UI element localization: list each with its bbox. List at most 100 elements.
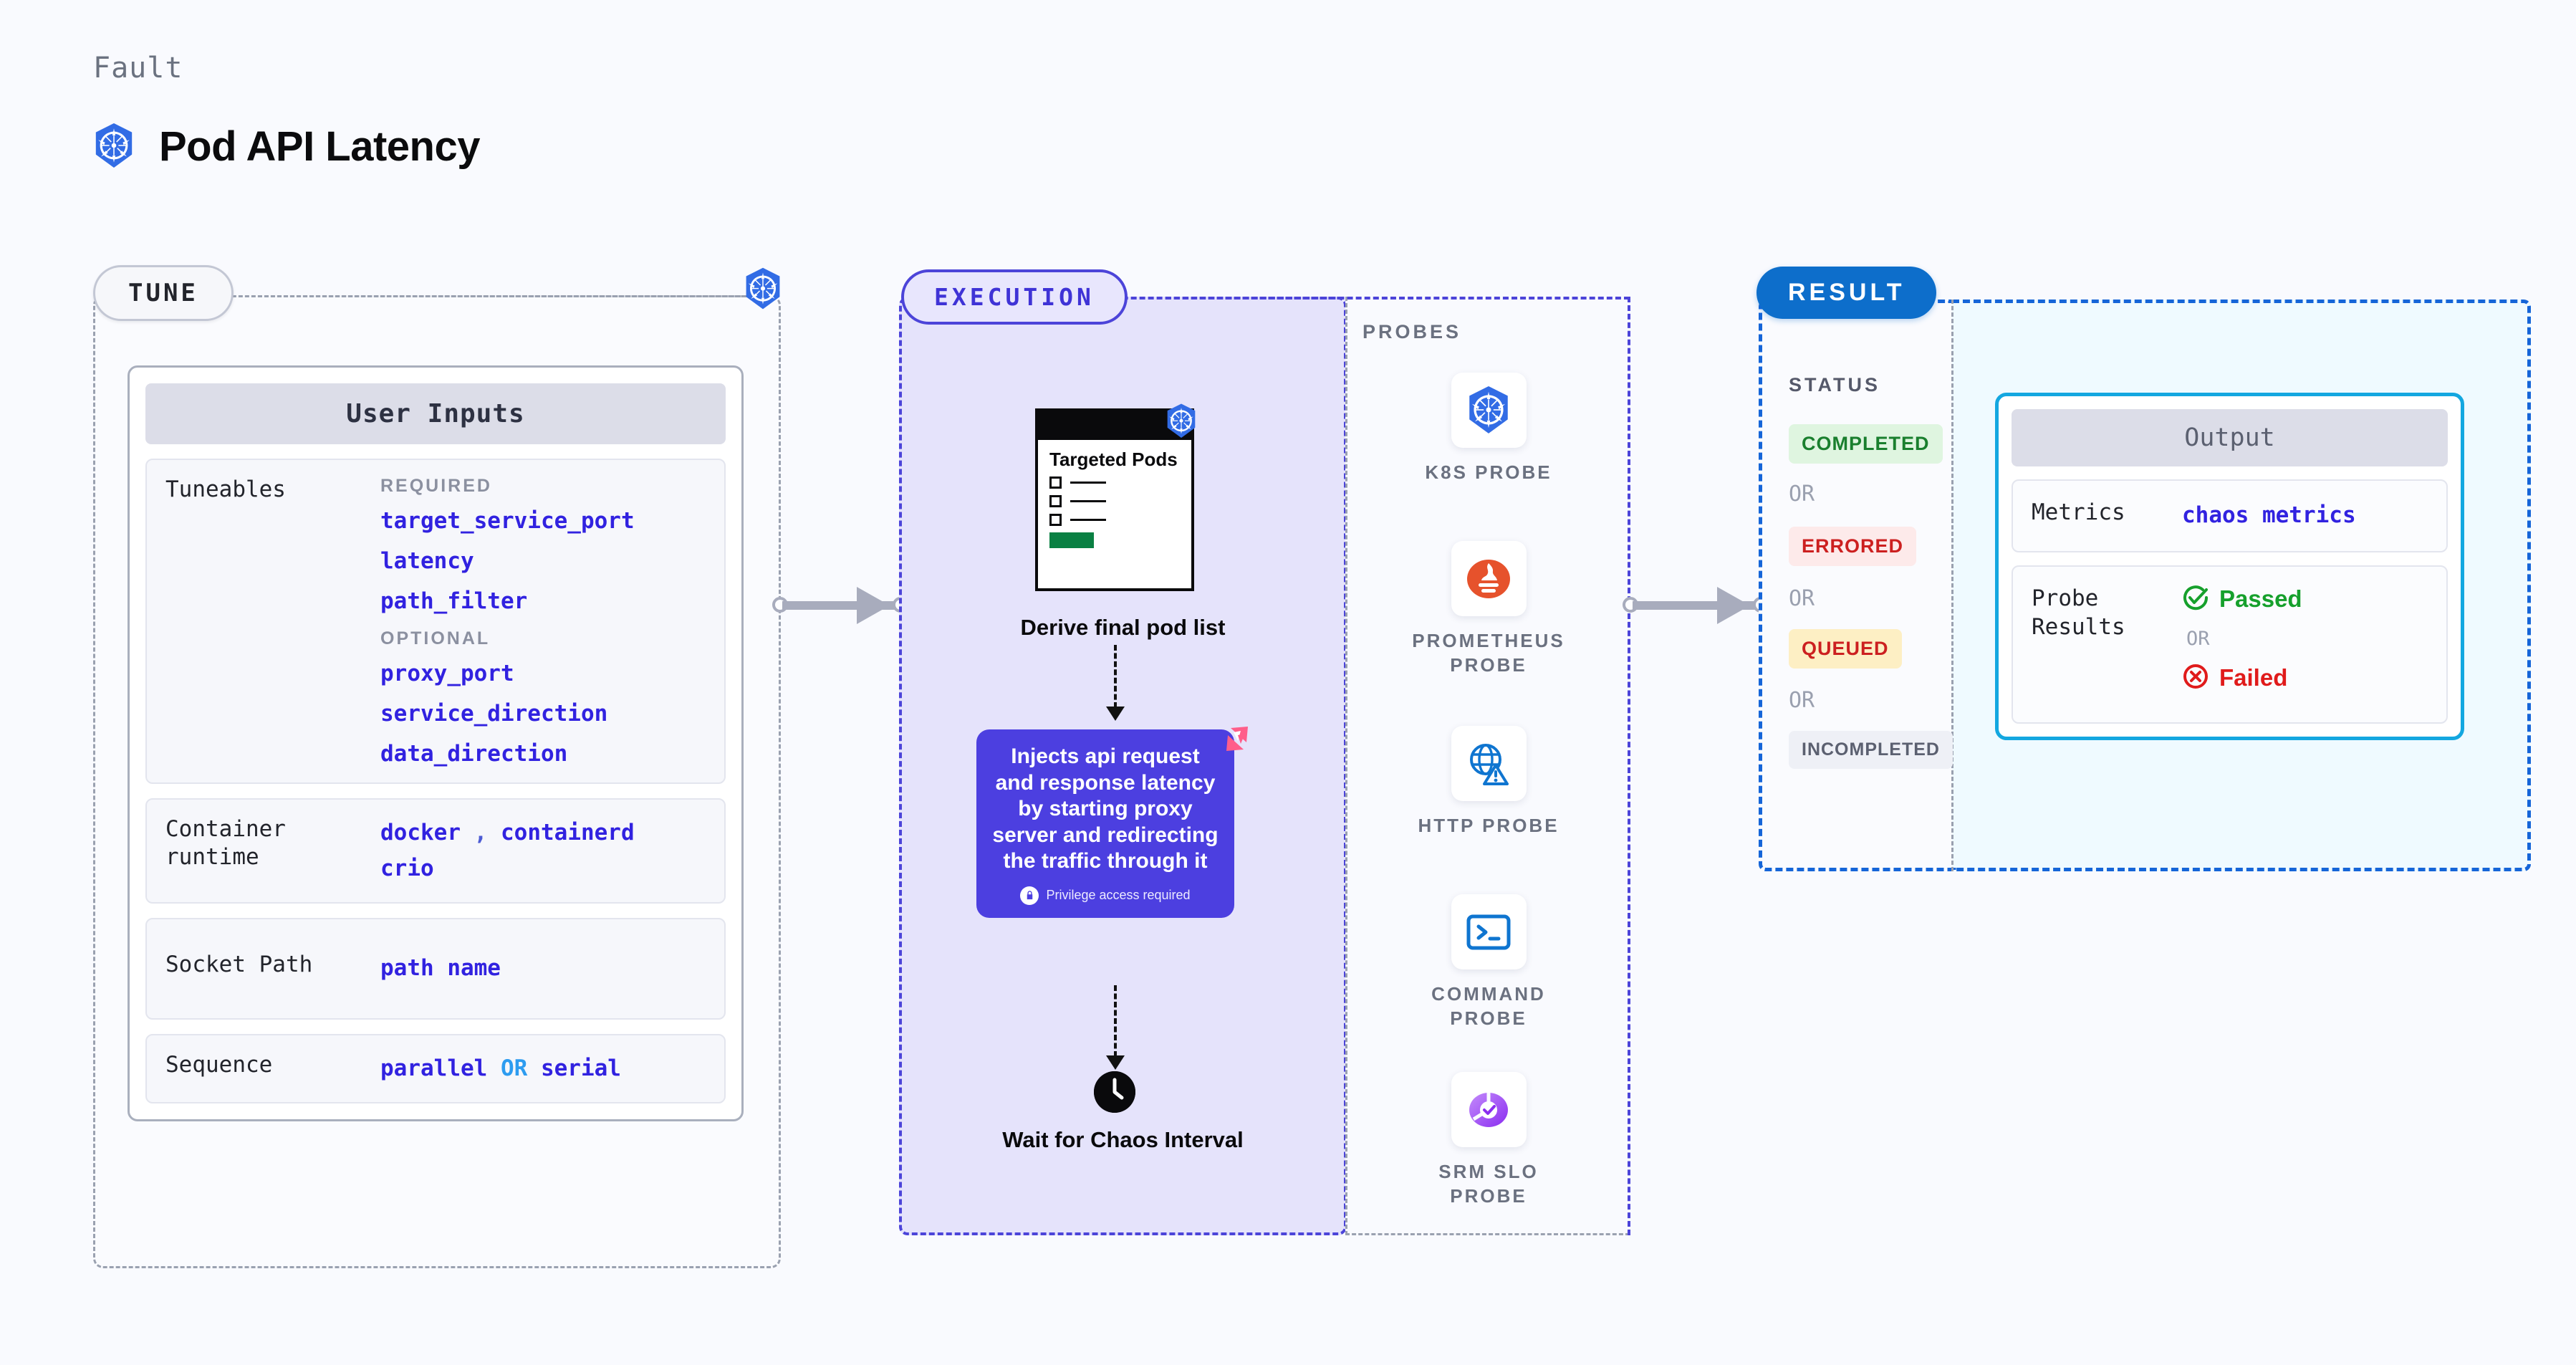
tuneable-target-service-port[interactable]: target_service_port [380, 508, 635, 534]
probe-command[interactable]: COMMAND PROBE [1411, 894, 1566, 1031]
sequence-parallel[interactable]: parallel [380, 1055, 488, 1081]
status-badge-errored: ERRORED [1789, 527, 1917, 566]
wait-for-chaos-interval-caption: Wait for Chaos Interval [1002, 1127, 1244, 1152]
probe-result-passed: Passed [2182, 584, 2302, 615]
kubernetes-icon [92, 122, 136, 171]
runtime-separator: , [474, 820, 488, 846]
probe-result-or: OR [2186, 627, 2210, 650]
kubernetes-icon [1451, 373, 1527, 448]
container-runtime-values: docker , containerd crio [380, 815, 706, 886]
checklist-item [1049, 514, 1180, 527]
probe-prometheus[interactable]: PROMETHEUS PROBE [1411, 541, 1566, 678]
prometheus-icon [1451, 541, 1527, 616]
result-chip[interactable]: RESULT [1756, 267, 1937, 319]
targeted-pods-title: Targeted Pods [1049, 449, 1178, 470]
fault-kicker: Fault [93, 52, 183, 85]
tuneable-latency[interactable]: latency [380, 548, 474, 574]
lock-icon [1020, 886, 1039, 905]
page-title: Pod API Latency [159, 123, 481, 170]
connector-tune-to-execution [772, 584, 908, 627]
document-topbar [1038, 411, 1191, 440]
user-inputs-card: User Inputs Tuneables REQUIRED target_se… [128, 365, 744, 1122]
rule-line [1070, 500, 1106, 503]
checkbox-icon [1049, 495, 1062, 508]
probe-http[interactable]: HTTP PROBE [1411, 726, 1566, 838]
probe-results-values: Passed OR Failed [2182, 584, 2302, 694]
terminal-icon [1451, 894, 1527, 969]
clock-icon [1094, 1071, 1135, 1113]
probe-label: HTTP PROBE [1418, 815, 1559, 836]
tuneables-values: REQUIRED target_service_port latency pat… [380, 476, 706, 767]
status-or-1: OR [1789, 482, 1815, 507]
tuneable-path-filter[interactable]: path_filter [380, 588, 528, 614]
checklist-item [1049, 476, 1180, 489]
socket-path-row: Socket Path path name [145, 918, 726, 1020]
derive-pod-list-caption: Derive final pod list [1020, 615, 1226, 640]
harness-icon [1216, 722, 1252, 762]
runtime-docker[interactable]: docker [380, 820, 461, 846]
rule-line [1070, 519, 1106, 522]
result-panel [1759, 300, 1952, 871]
flow-dashed-line-1 [1114, 645, 1117, 708]
tuneable-proxy-port[interactable]: proxy_port [380, 661, 514, 686]
sequence-row: Sequence parallel OR serial [145, 1033, 726, 1104]
globe-warning-icon [1451, 726, 1527, 801]
metrics-label: Metrics [2032, 499, 2125, 525]
privilege-note: Privilege access required [992, 886, 1219, 905]
status-badge-completed: COMPLETED [1789, 424, 1943, 464]
kubernetes-icon [742, 267, 784, 315]
check-circle-icon [2182, 584, 2209, 615]
sequence-serial[interactable]: serial [540, 1055, 621, 1081]
tune-top-dashed-line [258, 295, 766, 297]
probe-srm-slo[interactable]: SRM SLO PROBE [1411, 1072, 1566, 1209]
optional-group-label: OPTIONAL [380, 628, 491, 648]
status-badge-incompleted: INCOMPLETED [1789, 731, 1953, 769]
tuneable-data-direction[interactable]: data_direction [380, 741, 568, 767]
kubernetes-icon [1164, 403, 1198, 444]
checklist-item [1049, 495, 1180, 508]
probe-results-row: Probe Results Passed OR [2012, 565, 2448, 724]
connector-arrowhead [857, 587, 890, 624]
inject-description: Injects api request and response latency… [992, 744, 1219, 873]
tuneable-service-direction[interactable]: service_direction [380, 701, 608, 727]
runtime-crio[interactable]: crio [380, 855, 434, 881]
flow-arrow-2 [1106, 1055, 1125, 1070]
container-runtime-row: Container runtime docker , containerd cr… [145, 798, 726, 904]
probe-result-failed: Failed [2182, 663, 2302, 694]
checkbox-icon [1049, 476, 1062, 489]
probe-results-label: Probe Results [2032, 585, 2125, 640]
rule-line [1070, 482, 1106, 484]
flow-arrow-1 [1106, 707, 1125, 721]
tune-chip[interactable]: TUNE [93, 265, 234, 321]
probe-label: SRM SLO PROBE [1438, 1161, 1539, 1207]
result-inner-dashed-line [1951, 300, 1953, 871]
tuneables-label: Tuneables [165, 476, 286, 502]
probes-title: PROBES [1363, 321, 1462, 343]
srm-slo-icon [1451, 1072, 1527, 1147]
status-title: STATUS [1789, 374, 1880, 396]
inject-latency-box: Injects api request and response latency… [976, 729, 1234, 918]
probes-right-dashed-line [1628, 297, 1630, 1235]
user-inputs-title: User Inputs [145, 383, 726, 444]
x-circle-icon [2182, 663, 2209, 694]
execution-chip[interactable]: EXECUTION [901, 269, 1128, 325]
status-badge-queued: QUEUED [1789, 629, 1902, 669]
required-group-label: REQUIRED [380, 476, 492, 496]
passed-label: Passed [2219, 585, 2302, 613]
connector-execution-to-result [1623, 584, 1769, 627]
targeted-pods-document: Targeted Pods [1035, 408, 1194, 591]
sequence-or: OR [500, 1055, 528, 1081]
socket-path-value[interactable]: path name [380, 955, 501, 982]
probe-label: K8S PROBE [1425, 461, 1552, 483]
runtime-containerd[interactable]: containerd [501, 820, 635, 846]
probe-label: COMMAND PROBE [1431, 983, 1546, 1029]
probe-k8s[interactable]: K8S PROBE [1411, 373, 1566, 485]
tuneables-row: Tuneables REQUIRED target_service_port l… [145, 459, 726, 784]
failed-label: Failed [2219, 664, 2288, 691]
output-card: Output Metrics chaos metrics Probe Resul… [1995, 393, 2464, 740]
status-or-2: OR [1789, 586, 1815, 611]
privilege-note-text: Privilege access required [1046, 888, 1191, 903]
sequence-label: Sequence [165, 1051, 273, 1078]
metrics-value[interactable]: chaos metrics [2182, 502, 2356, 528]
page-title-row: Pod API Latency [92, 122, 481, 171]
